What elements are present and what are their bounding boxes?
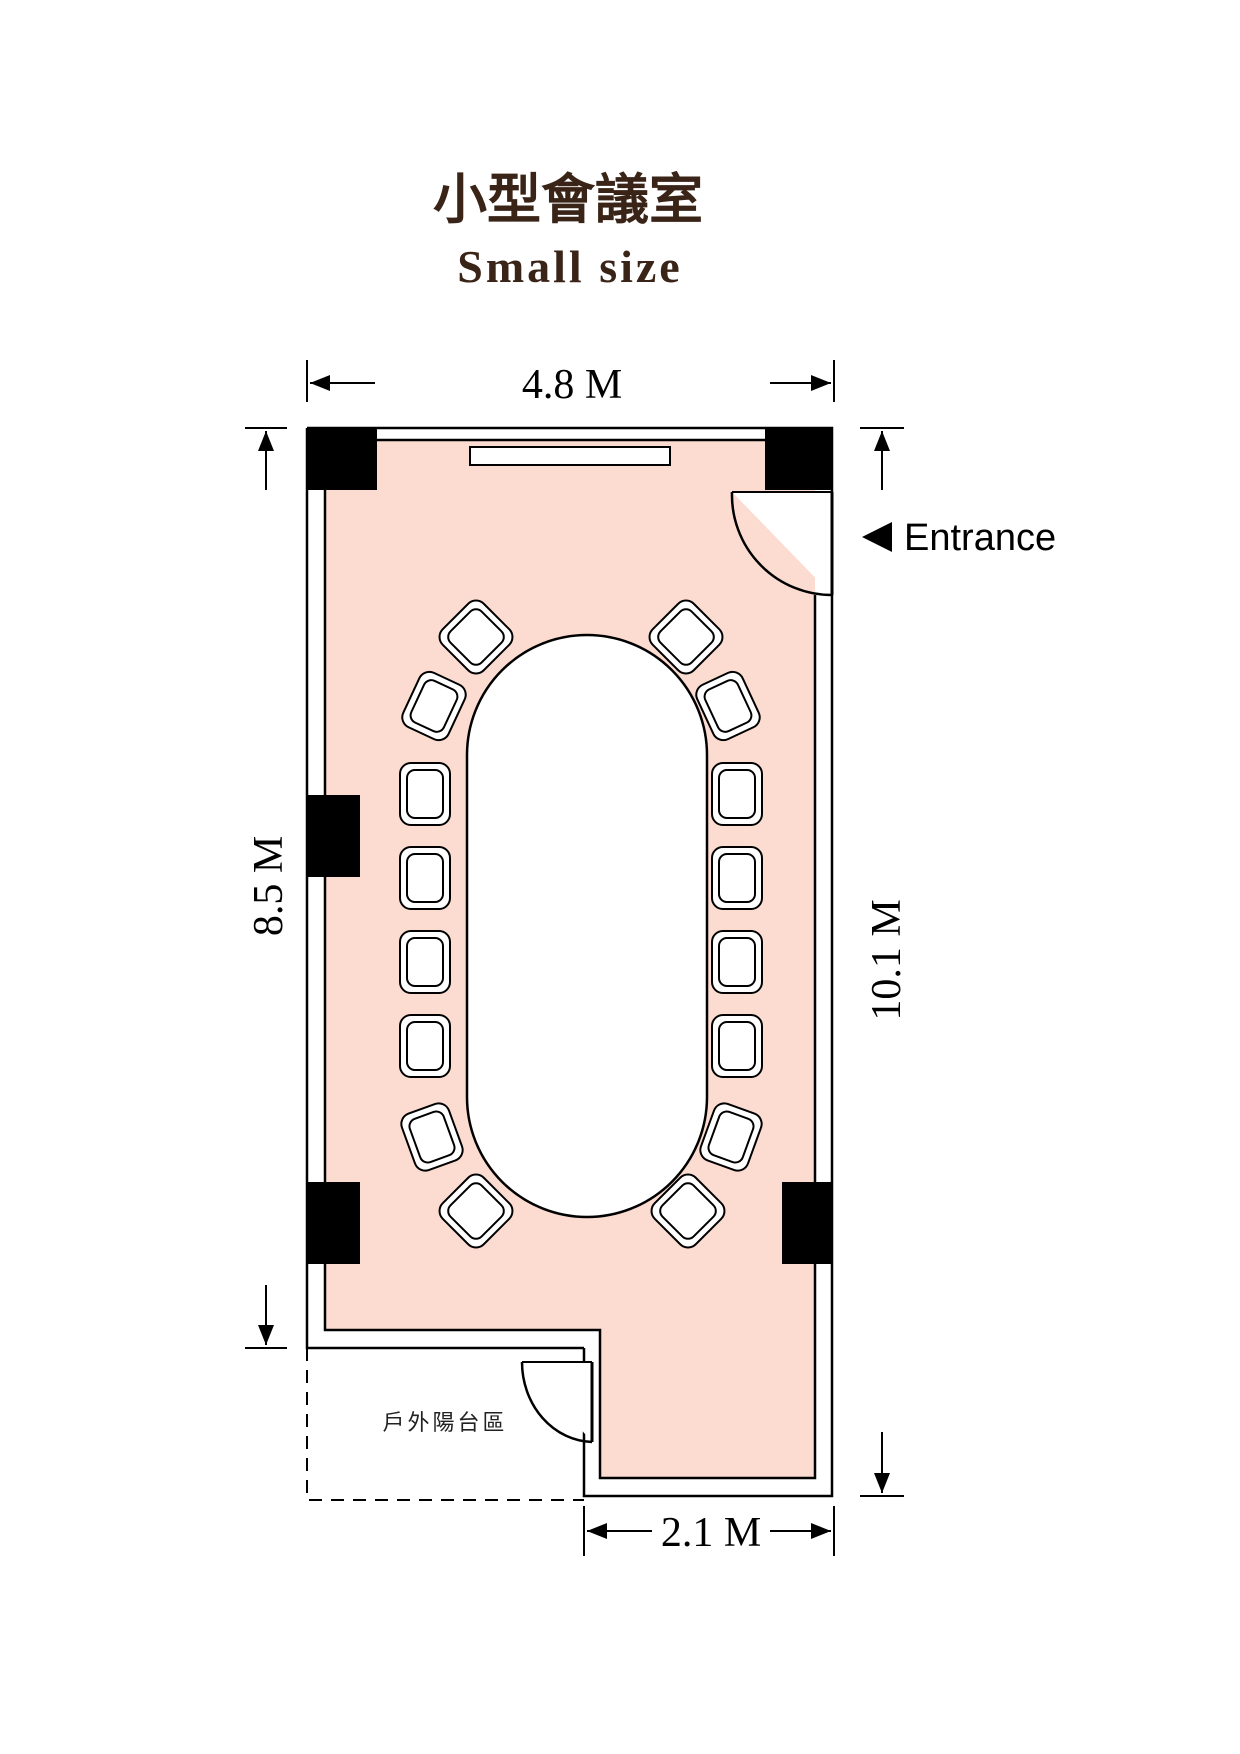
chair-icon [438, 599, 514, 675]
room-title-en: Small size [457, 241, 682, 292]
dimension-bottom [583, 1506, 835, 1556]
chairs [399, 599, 763, 1249]
dimension-top-label: 4.8 M [522, 362, 622, 408]
chair-icon [711, 930, 763, 994]
chair-icon [401, 670, 467, 742]
structural-columns [307, 428, 832, 1264]
balcony-door [520, 1361, 594, 1444]
conference-table [465, 633, 709, 1219]
entrance-label: Entrance [904, 517, 1056, 559]
chair-icon [399, 930, 451, 994]
chair-icon [711, 1014, 763, 1078]
chair-icon [438, 1173, 514, 1249]
dimension-right-label: 10.1 M [864, 899, 910, 1020]
top-window [469, 446, 671, 466]
entrance-arrow-icon [862, 522, 892, 552]
room-title-zh: 小型會議室 [433, 167, 703, 231]
chair-icon [711, 762, 763, 826]
dimension-right [860, 427, 904, 1497]
chair-icon [699, 1102, 763, 1172]
entrance-door [730, 491, 834, 597]
dimension-bottom-label: 2.1 M [661, 1510, 761, 1556]
chair-icon [399, 1014, 451, 1078]
chair-icon [399, 846, 451, 910]
chair-icon [648, 599, 724, 675]
dimension-left [245, 427, 287, 1349]
chair-icon [400, 1102, 464, 1172]
chair-icon [695, 670, 761, 742]
chair-icon [399, 762, 451, 826]
chair-icon [650, 1173, 726, 1249]
dimension-top [306, 360, 835, 402]
door-swing-icon [730, 491, 833, 597]
balcony-area: 戶外陽台區 [306, 1348, 584, 1501]
dimension-left-label: 8.5 M [246, 836, 292, 936]
chair-icon [711, 846, 763, 910]
balcony-label: 戶外陽台區 [382, 1411, 507, 1436]
